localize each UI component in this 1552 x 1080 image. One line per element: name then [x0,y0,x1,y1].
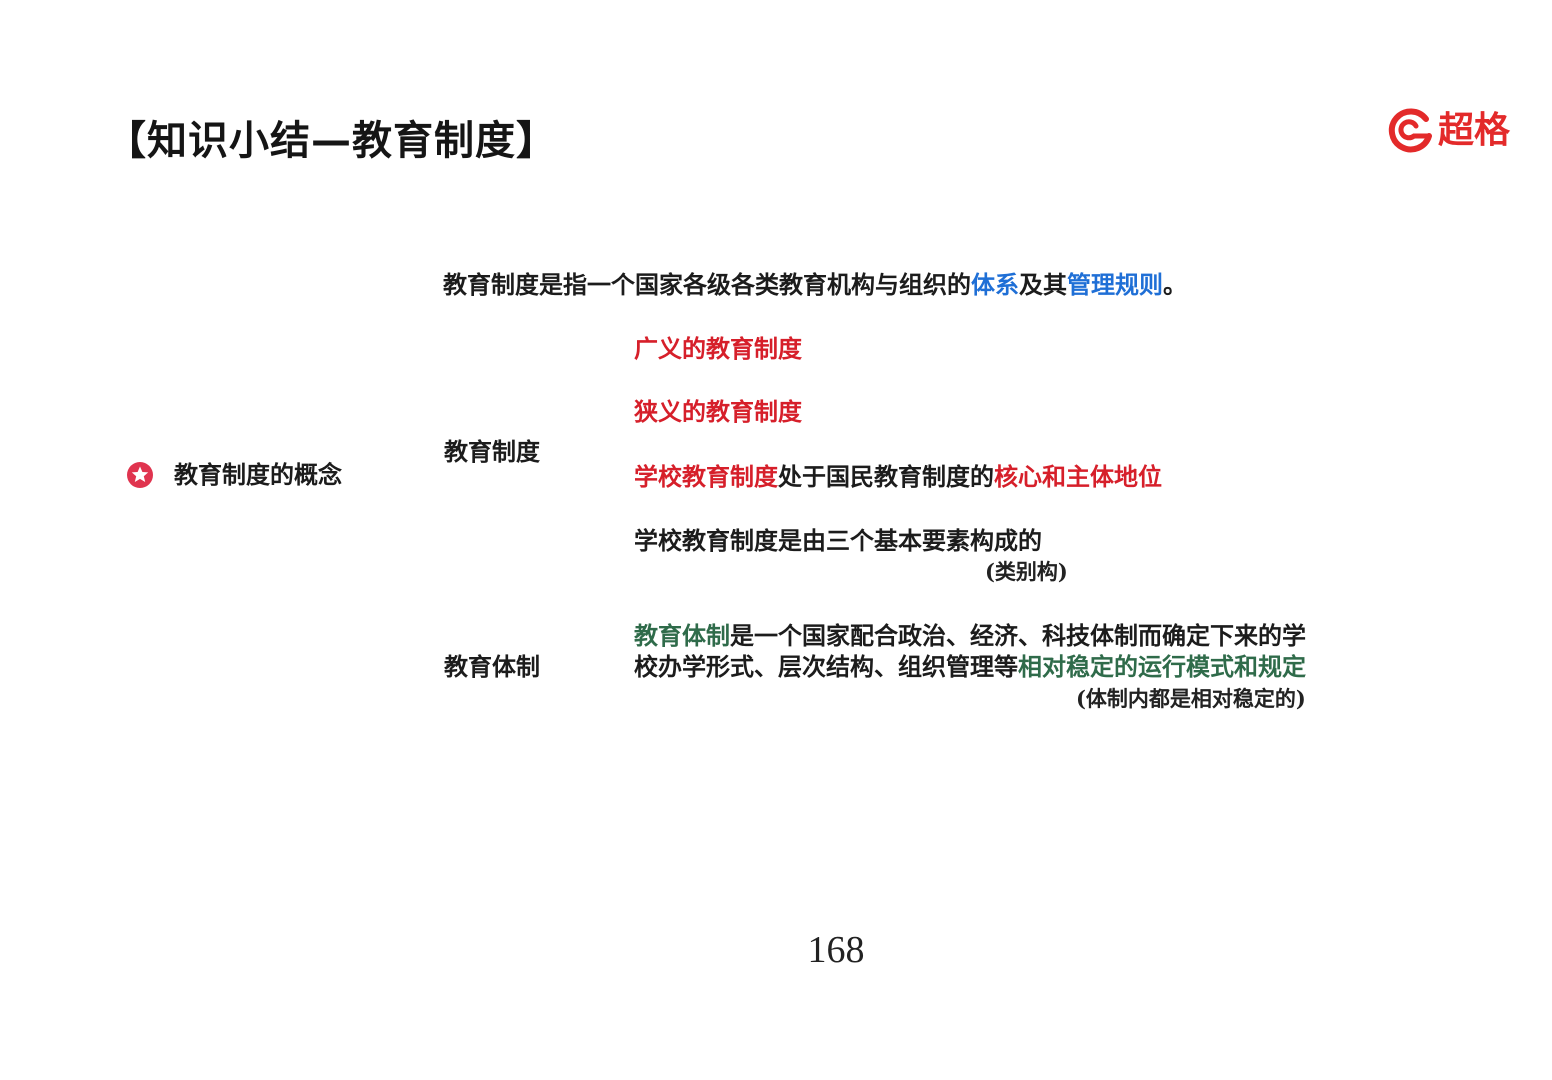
institution-line-2: 校办学形式、层次结构、组织管理等相对稳定的运行模式和规定 [634,652,1306,682]
core-position-term: 核心和主体地位 [994,463,1162,491]
institution-term: 教育体制 [634,622,730,650]
institution-line-2-prefix: 校办学形式、层次结构、组织管理等 [634,653,1018,681]
institution-note: (体制内都是相对稳定的) [1076,686,1306,711]
school-system-middle: 处于国民教育制度的 [778,463,994,491]
brand-name: 超格 [1438,110,1511,151]
definition-middle: 及其 [1019,271,1067,299]
definition-suffix: 。 [1163,271,1187,299]
star-bullet-icon [127,462,153,488]
definition-prefix: 教育制度是指一个国家各级各类教育机构与组织的 [443,271,971,299]
institution-line-1: 教育体制是一个国家配合政治、经济、科技体制而确定下来的学 [634,621,1306,651]
school-system-core-line: 学校教育制度处于国民教育制度的核心和主体地位 [634,462,1162,492]
education-institution-label: 教育体制 [444,653,540,681]
elements-line: 学校教育制度是由三个基本要素构成的 [634,527,1042,555]
definition-highlight-rules: 管理规则 [1067,271,1163,299]
definition-line: 教育制度是指一个国家各级各类教育机构与组织的体系及其管理规则。 [443,270,1187,300]
concept-label: 教育制度的概念 [174,461,342,489]
brand-logo-icon [1388,108,1432,153]
page-title: 【知识小结—教育制度】 [106,118,557,164]
school-system-term: 学校教育制度 [634,463,778,491]
education-system-label: 教育制度 [444,438,540,466]
broad-system: 广义的教育制度 [634,335,802,363]
page-number: 168 [807,929,865,971]
brand-logo: 超格 [1386,106,1510,156]
institution-stable-term: 相对稳定的运行模式和规定 [1018,653,1306,681]
narrow-system: 狭义的教育制度 [634,398,802,426]
institution-line-1-rest: 是一个国家配合政治、经济、科技体制而确定下来的学 [730,622,1306,650]
definition-highlight-system: 体系 [971,271,1019,299]
elements-note: (类别构) [985,559,1068,584]
